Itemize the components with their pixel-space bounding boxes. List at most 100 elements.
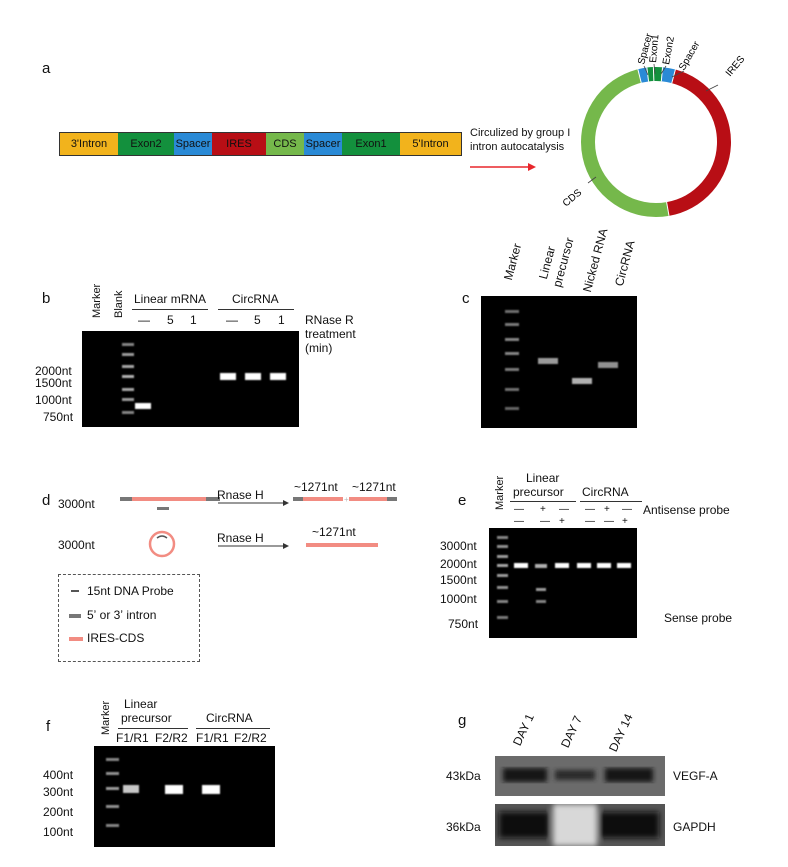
ring-seg-spacer-left (637, 67, 649, 83)
panel-d-label: d (42, 492, 51, 509)
ring-separator (666, 201, 670, 216)
gel-c (481, 296, 637, 428)
segment-spacer-1: Spacer (174, 133, 212, 155)
d-product-1b: ~1271nt (352, 480, 396, 494)
c-lane-marker: Marker (501, 241, 525, 282)
f-primer-3: F1/R1 (196, 731, 229, 745)
dna-probe-mark (157, 507, 169, 510)
e-r1-c2: + (540, 504, 546, 515)
segment-exon2: Exon2 (118, 133, 174, 155)
d-legend-box: 15nt DNA Probe 5ʼ or 3ʼ intron IRES-CDS (58, 574, 200, 662)
f-size-100: 100nt (43, 825, 74, 839)
blot-gapdh (495, 804, 665, 846)
e-group-linear-2: precursor (513, 485, 564, 499)
g-day-1: DAY 1 (510, 711, 537, 748)
circularization-text-2: intron autocatalysis (470, 141, 565, 153)
f-group-linear-2: precursor (121, 711, 172, 725)
d-product-2: ~1271nt (312, 525, 356, 539)
ring-separator (637, 69, 642, 83)
ring-pointer-lines (587, 63, 719, 184)
panel-e-label: e (458, 492, 467, 509)
e-group-linear-1: Linear (526, 471, 560, 485)
e-r2-c1: — (514, 516, 524, 527)
e-r2-c6: + (622, 516, 628, 527)
circrna-ring-diagram: Spacer Exon1 Exon2 Spacer IRES CDS (561, 32, 748, 217)
legend-probe-icon (71, 590, 79, 592)
d-enzyme-1: Rnase H (217, 488, 264, 502)
f-group-circ: CircRNA (206, 711, 253, 725)
gel-b (82, 331, 299, 427)
b-marker-label: Marker (91, 283, 103, 318)
segment-ires: IRES (212, 133, 266, 155)
e-r1-c5: + (604, 504, 610, 515)
b-treatment-1: RNase R (305, 313, 354, 327)
e-r1-c6: — (622, 504, 632, 515)
circularization-text-1: Circulized by group I (470, 127, 571, 139)
e-linear-underline (510, 501, 576, 502)
f-linear-underline (118, 728, 188, 729)
f-circ-underline (196, 728, 270, 729)
gel-f (94, 746, 275, 847)
e-r2-c5: — (604, 516, 614, 527)
e-size-1500: 1500nt (440, 573, 477, 587)
d-size-2: 3000nt (58, 538, 95, 552)
e-size-1000: 1000nt (440, 592, 477, 606)
d-enzyme-2: Rnase H (217, 531, 264, 545)
f-primer-1: F1/R1 (116, 731, 149, 745)
panel-c-label: c (462, 290, 470, 307)
ring-seg-spacer-right (661, 67, 676, 84)
linear-construct-bar: 3'Intron Exon2 Spacer IRES CDS Spacer Ex… (59, 132, 462, 156)
ring-seg-ires (666, 69, 731, 216)
segment-spacer-2: Spacer (304, 133, 342, 155)
d-product-1a: ~1271nt (294, 480, 338, 494)
panel-g-label: g (458, 712, 467, 729)
e-size-750: 750nt (448, 617, 479, 631)
e-r2-c4: — (585, 516, 595, 527)
ring-label-spacer-right: Spacer (677, 39, 703, 73)
e-size-2000: 2000nt (440, 557, 477, 571)
f-size-300: 300nt (43, 785, 74, 799)
segment-5-intron: 5'Intron (400, 133, 461, 155)
g-kda-1: 43kDa (446, 769, 481, 783)
e-sense-label: Sense probe (664, 611, 733, 625)
c-lane-circrna: CircRNA (612, 238, 638, 288)
g-day-7: DAY 7 (558, 713, 585, 750)
g-kda-2: 36kDa (446, 820, 481, 834)
g-day-14: DAY 14 (606, 711, 636, 754)
b-lane-1: — (138, 313, 150, 327)
b-lane-4: — (226, 313, 238, 327)
e-r1-c4: — (585, 504, 595, 515)
b-lane-3: 1 (190, 313, 197, 327)
e-group-circ: CircRNA (582, 485, 629, 499)
svg-text:+: + (344, 495, 349, 504)
ring-label-ires: IRES (724, 54, 748, 79)
rnase-h-schematic: + (120, 495, 397, 558)
e-r2-c2: — (540, 516, 550, 527)
blot-vegf (495, 756, 665, 796)
ring-label-cds: CDS (561, 187, 584, 209)
segment-3-intron: 3'Intron (60, 133, 118, 155)
e-circ-underline (580, 501, 642, 502)
b-group-linear-underline (132, 309, 208, 310)
segment-cds: CDS (266, 133, 304, 155)
b-treatment-2: treatment (305, 327, 356, 341)
b-lane-6: 1 (278, 313, 285, 327)
f-marker-label: Marker (100, 700, 112, 735)
b-size-2000: 2000nt (35, 364, 72, 378)
ring-seg-cds (581, 69, 670, 217)
gel-e (489, 528, 637, 638)
segment-exon1: Exon1 (342, 133, 400, 155)
b-treatment-3: (min) (305, 341, 333, 355)
red-arrow-icon (470, 163, 536, 171)
b-size-1500: 1500nt (35, 376, 72, 390)
e-antisense-label: Antisense probe (643, 503, 730, 517)
e-r2-c3: + (559, 516, 565, 527)
f-primer-4: F2/R2 (234, 731, 267, 745)
b-blank-label: Blank (113, 290, 125, 318)
f-primer-2: F2/R2 (155, 731, 188, 745)
e-marker-label: Marker (494, 475, 506, 510)
f-size-400: 400nt (43, 768, 74, 782)
f-group-linear-1: Linear (124, 697, 158, 711)
legend-ires-cds-icon (69, 637, 83, 641)
ring-separator (660, 67, 664, 82)
